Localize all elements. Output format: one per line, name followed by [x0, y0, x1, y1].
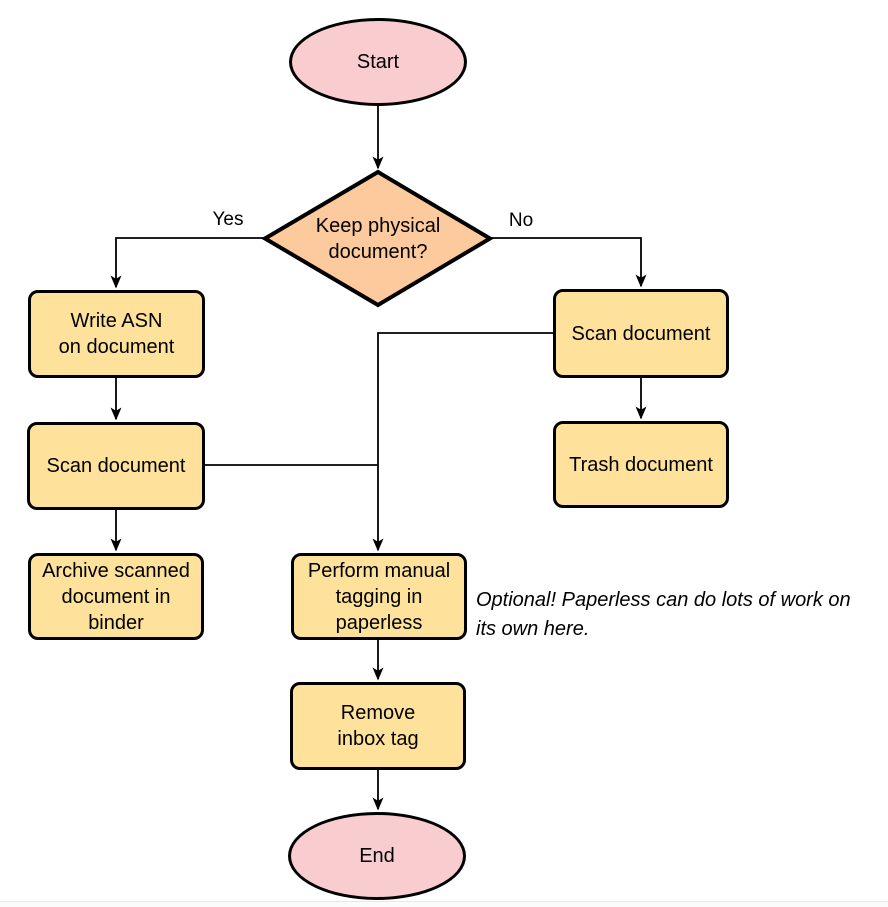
- node-trash-document: Trash document: [553, 421, 729, 508]
- node-start: Start: [289, 18, 467, 106]
- note-optional-text: Optional! Paperless can do lots of work …: [476, 589, 851, 640]
- node-decision-label: Keep physical document?: [315, 215, 441, 263]
- bottom-border-line: [0, 901, 888, 902]
- edge-decision-scan-right: [490, 237, 647, 288]
- edge-label-yes: Yes: [196, 209, 260, 231]
- edge-decision-write-asn: [110, 237, 265, 289]
- node-remove-inbox-tag: Remove inbox tag: [290, 682, 466, 770]
- node-write-asn: Write ASN on document: [28, 290, 205, 378]
- node-scan-document-left: Scan document: [27, 422, 205, 510]
- bottom-strip: [0, 902, 888, 907]
- node-end: End: [288, 812, 466, 900]
- decision-diamond-shape: [261, 169, 494, 308]
- node-archive-binder: Archive scanned document in binder: [28, 553, 204, 640]
- edge-scan-right-tagging: [372, 332, 553, 552]
- edge-label-no: No: [491, 210, 551, 232]
- node-scan-document-right: Scan document: [553, 289, 729, 378]
- node-manual-tagging: Perform manual tagging in paperless: [291, 553, 467, 640]
